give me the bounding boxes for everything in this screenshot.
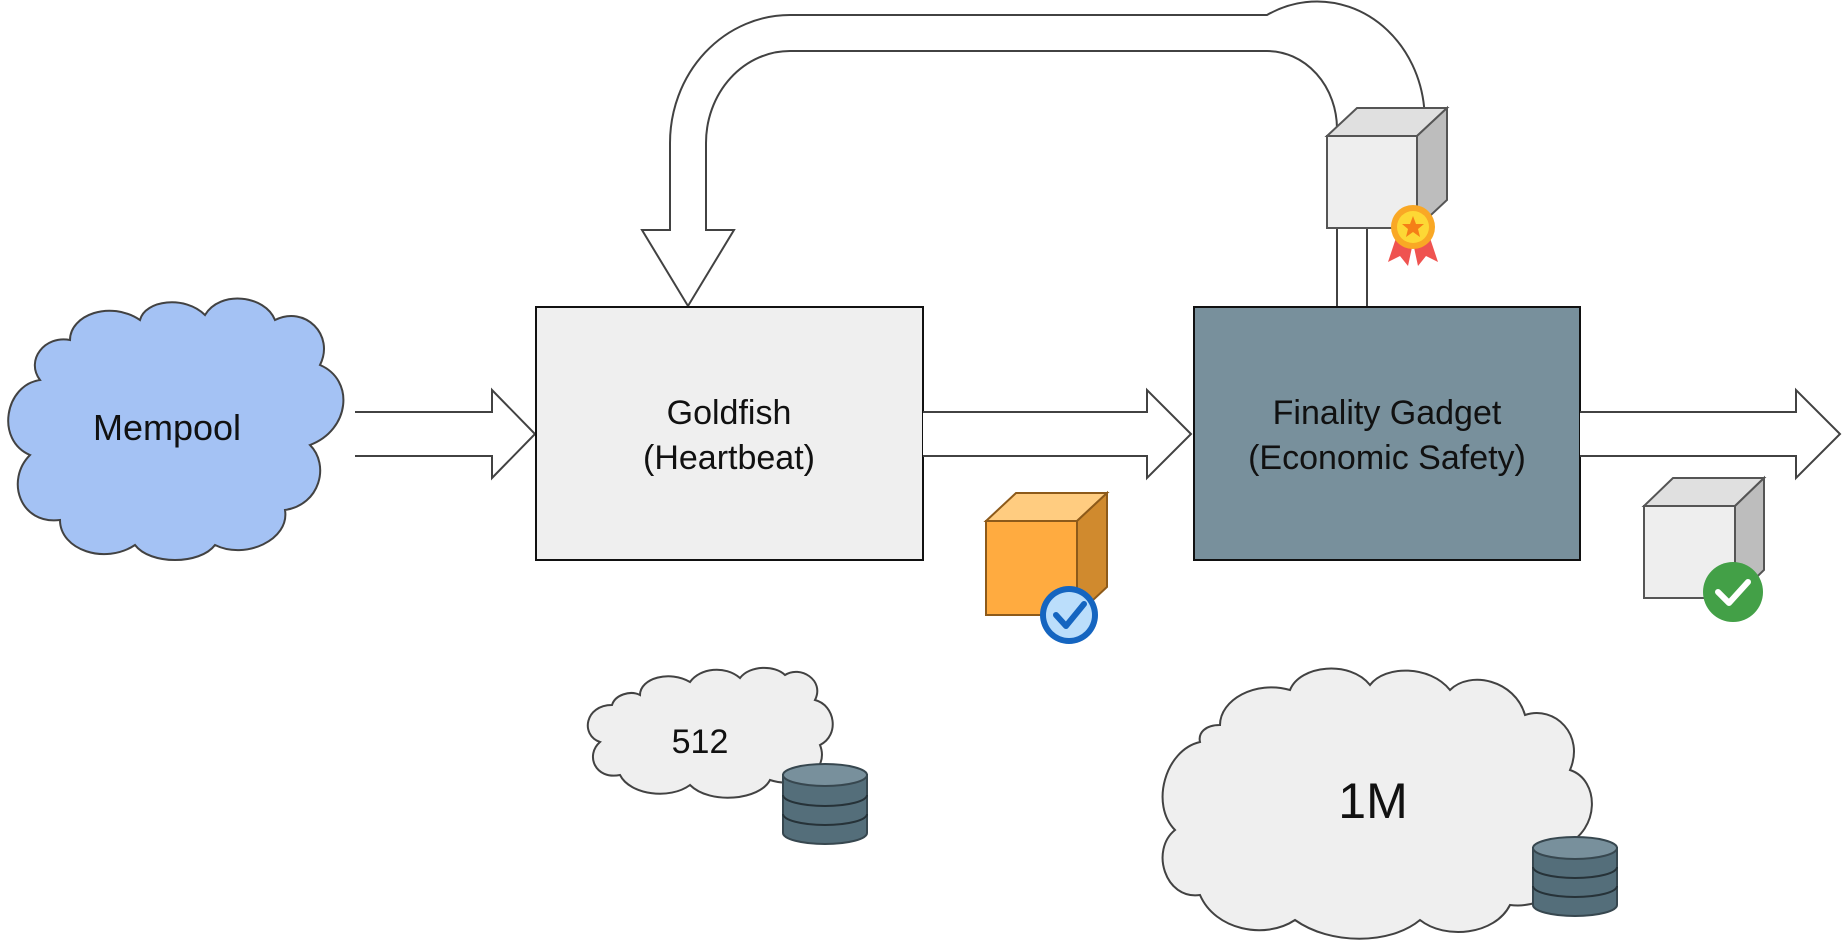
mempool-cloud: Mempool <box>7 297 345 561</box>
database-icon <box>1532 836 1618 917</box>
goldfish-storage-capacity: 512 <box>672 723 729 761</box>
goldfish-storage-cloud: 512 <box>586 666 834 799</box>
finality-storage-cloud: 1M <box>1161 667 1593 940</box>
blue-check-icon <box>1040 586 1098 644</box>
finality-subtitle: (Economic Safety) <box>1248 439 1526 477</box>
arrow-mempool-to-goldfish <box>355 387 537 481</box>
award-ribbon-icon <box>1388 205 1438 266</box>
mempool-label: Mempool <box>93 407 241 448</box>
finality-gadget-node: Finality Gadget (Economic Safety) <box>1193 306 1581 561</box>
green-check-icon <box>1703 562 1763 622</box>
finality-title: Finality Gadget <box>1273 394 1502 432</box>
arrow-goldfish-to-finality <box>923 387 1193 481</box>
feedback-loop-arrow <box>640 0 1426 308</box>
gray-block-with-green-check-icon <box>1641 475 1767 622</box>
block-with-award-ribbon-icon <box>1324 105 1450 266</box>
finality-storage-capacity: 1M <box>1338 773 1407 829</box>
orange-block-with-check-icon <box>983 490 1110 644</box>
database-icon <box>782 763 868 845</box>
arrow-finality-output <box>1580 387 1842 481</box>
goldfish-title: Goldfish <box>667 394 792 432</box>
goldfish-subtitle: (Heartbeat) <box>643 439 815 477</box>
goldfish-node: Goldfish (Heartbeat) <box>535 306 924 561</box>
